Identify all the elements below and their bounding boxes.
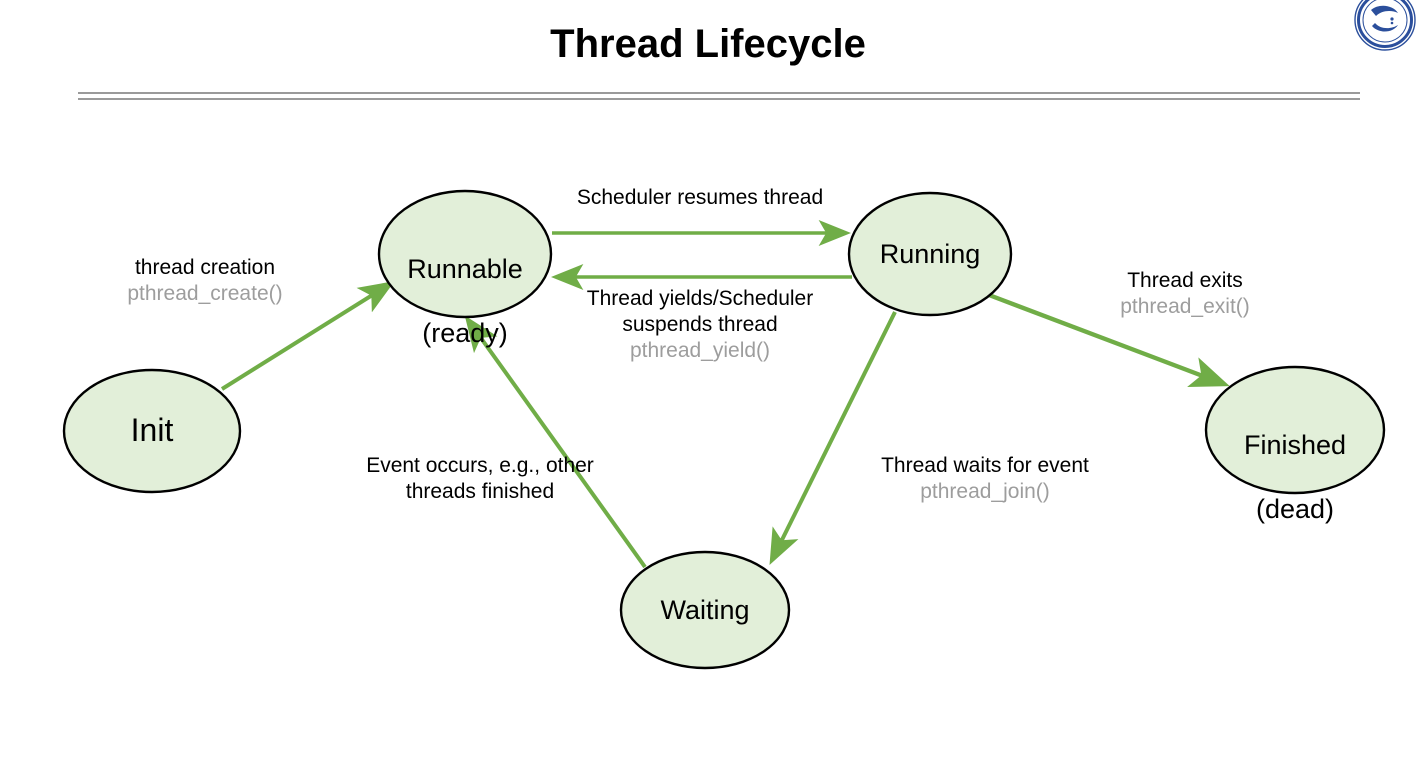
edge-label-thread-yields-line2: suspends thread [622,313,778,336]
edge-label-thread-exits-text: Thread exits [1127,269,1243,292]
edge-label-pthread-exit: pthread_exit() [1120,295,1250,318]
node-runnable[interactable] [377,189,553,319]
edge-label-thread-creation: thread creation pthread_create() [65,255,345,307]
edge-init-to-runnable [220,281,395,391]
edge-label-thread-yields: Thread yields/Scheduler suspends thread … [530,286,870,364]
edge-label-scheduler-resumes-text: Scheduler resumes thread [576,186,824,209]
edge-label-thread-yields-line1: Thread yields/Scheduler [586,287,814,310]
edge-waiting-to-runnable [464,315,647,569]
node-finished[interactable] [1204,365,1386,495]
edge-label-pthread-create: pthread_create() [127,282,283,305]
divider-line-bottom [78,98,1360,100]
edge-label-event-occurs-line2: threads finished [405,480,555,503]
edge-label-pthread-join: pthread_join() [920,480,1050,503]
node-running[interactable] [847,191,1013,317]
edge-label-scheduler-resumes: Scheduler resumes thread [525,185,875,211]
university-seal-icon [1354,0,1416,51]
page-title: Thread Lifecycle [550,22,866,66]
node-init[interactable] [62,368,242,494]
edge-running-to-finished [988,292,1230,387]
edge-label-event-occurs: Event occurs, e.g., other threads finish… [330,453,630,505]
edge-label-event-occurs-line1: Event occurs, e.g., other [366,454,594,477]
edge-label-thread-creation-text: thread creation [134,256,276,279]
edge-label-thread-exits: Thread exits pthread_exit() [1085,268,1285,320]
edge-running-to-waiting [769,311,897,566]
title-divider [78,92,1360,100]
edge-label-thread-waits-text: Thread waits for event [881,454,1089,477]
edge-label-thread-waits: Thread waits for event pthread_join() [840,453,1130,505]
node-waiting[interactable] [619,550,791,670]
divider-line-top [78,92,1360,94]
edge-label-pthread-yield: pthread_yield() [629,339,771,362]
